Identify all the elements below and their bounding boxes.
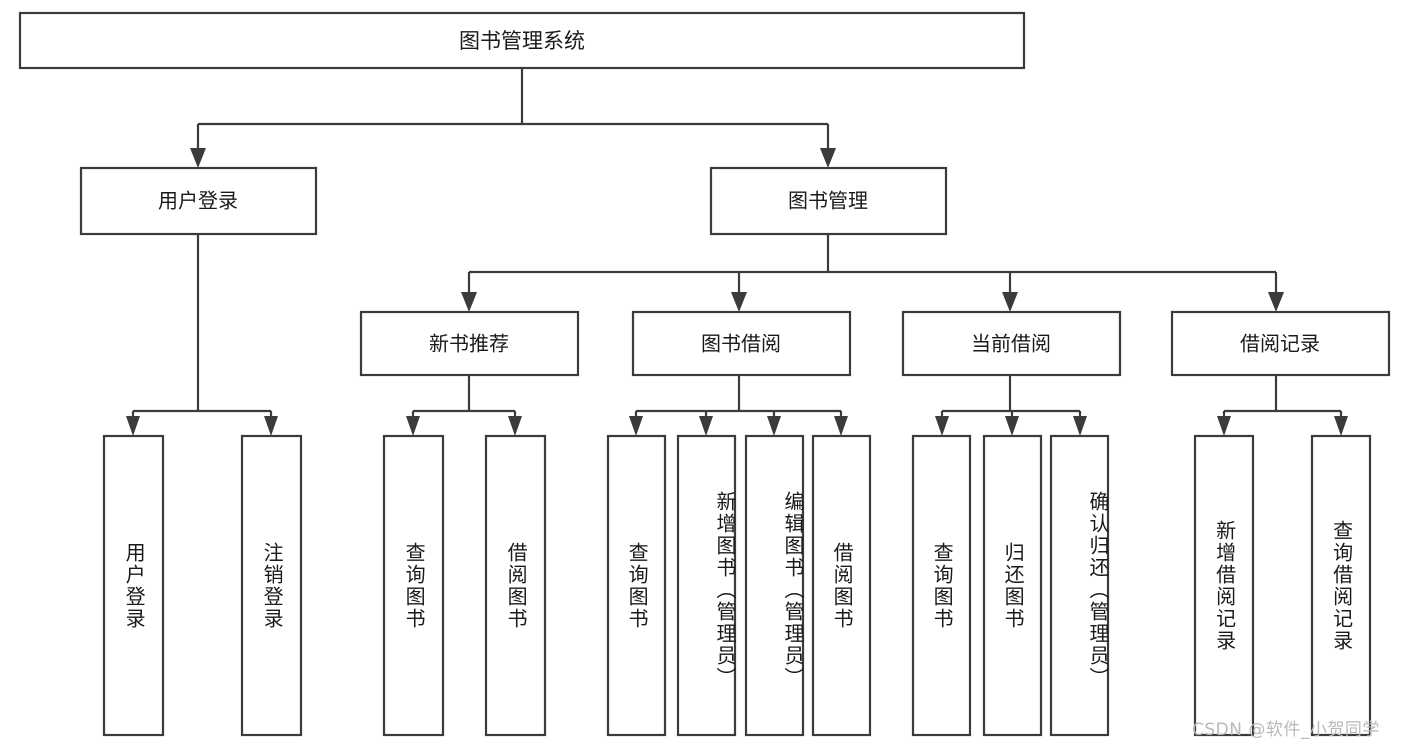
node-borrow-record-label: 借阅记录 [1240, 332, 1320, 356]
arrow-head-br-leaf-1 [1217, 416, 1231, 436]
arrow-head-book-mgmt [820, 148, 836, 168]
leaf-box-cb-query-book[interactable] [911, 434, 972, 737]
node-current-borrow-label: 当前借阅 [971, 332, 1051, 356]
arrow-head-bb-leaf-4 [834, 416, 848, 436]
arrow-head-cb-leaf-3 [1073, 416, 1087, 436]
node-root-box[interactable] [18, 11, 1026, 70]
node-book-borrow-label: 图书借阅 [701, 332, 781, 356]
node-new-book-recommend-label: 新书推荐 [429, 332, 509, 356]
leaf-box-bb-add-book[interactable] [676, 434, 737, 737]
arrow-head-user-login [190, 148, 206, 168]
arrow-head-bb-leaf-3 [767, 416, 781, 436]
leaf-box-bb-borrow-book[interactable] [811, 434, 872, 737]
watermark-text: CSDN @软件_小贺同学 [1192, 720, 1380, 740]
leaf-box-logout[interactable] [240, 434, 303, 737]
node-root-label: 图书管理系统 [459, 29, 585, 53]
node-borrow-record-box[interactable] [1170, 310, 1391, 377]
node-new-book-recommend-box[interactable] [359, 310, 580, 377]
leaf-box-nb-query-book[interactable] [382, 434, 445, 737]
arrow-head-leaf-logout [264, 416, 278, 436]
arrow-head-new-book [461, 292, 477, 312]
arrow-head-cb-leaf-2 [1005, 416, 1019, 436]
leaf-box-br-add-record[interactable] [1193, 434, 1255, 737]
arrow-head-cb-leaf-1 [935, 416, 949, 436]
leaf-box-cb-confirm-return[interactable] [1049, 434, 1110, 737]
node-current-borrow-box[interactable] [901, 310, 1122, 377]
arrow-head-borrow-record [1268, 292, 1284, 312]
leaf-box-bb-edit-book[interactable] [744, 434, 805, 737]
leaf-box-nb-borrow-book[interactable] [484, 434, 547, 737]
arrow-head-br-leaf-2 [1334, 416, 1348, 436]
leaf-box-br-query-record[interactable] [1310, 434, 1372, 737]
arrow-head-nb-leaf-1 [406, 416, 420, 436]
node-user-login-label: 用户登录 [158, 189, 238, 213]
arrow-head-bb-leaf-1 [629, 416, 643, 436]
leaf-box-cb-return-book[interactable] [982, 434, 1043, 737]
arrow-head-nb-leaf-2 [508, 416, 522, 436]
leaf-box-bb-query-book[interactable] [606, 434, 667, 737]
arrow-head-bb-leaf-2 [699, 416, 713, 436]
arrow-head-current-borrow [1002, 292, 1018, 312]
connector-layer [126, 68, 1348, 436]
node-user-login-box[interactable] [79, 166, 318, 236]
arrow-head-book-borrow [731, 292, 747, 312]
node-book-borrow-box[interactable] [631, 310, 852, 377]
node-layer: 图书管理系统 用户登录 图书管理 新书推荐 图书借阅 当前借阅 借阅记录 [18, 11, 1391, 737]
arrow-head-leaf-user-login [126, 416, 140, 436]
leaf-box-user-login[interactable] [102, 434, 165, 737]
node-book-mgmt-box[interactable] [709, 166, 948, 236]
node-book-mgmt-label: 图书管理 [788, 189, 868, 213]
